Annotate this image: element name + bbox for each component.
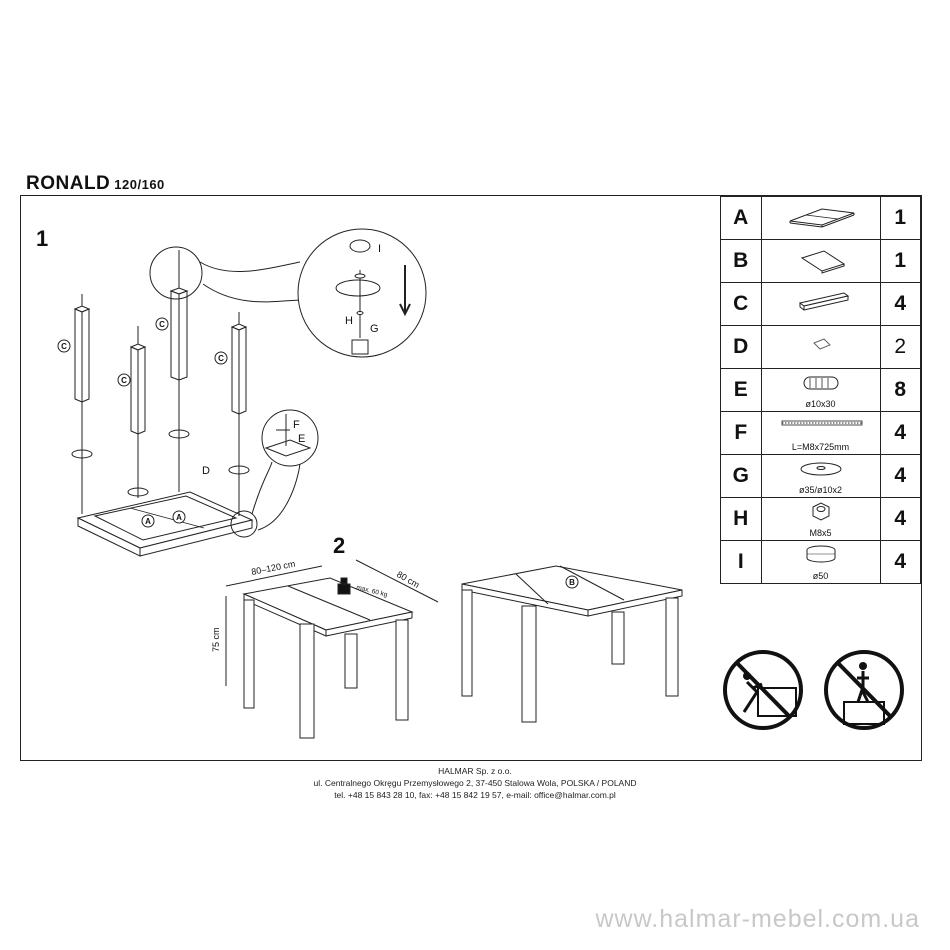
- part-h-picture: M8x5: [760, 497, 881, 541]
- dowel-icon: [803, 376, 839, 390]
- part-qty: 4: [879, 411, 922, 455]
- table-open: [461, 565, 683, 723]
- footer-address: ul. Centralnego Okręgu Przemysłowego 2, …: [313, 778, 637, 788]
- part-qty: 4: [879, 282, 922, 326]
- b-marker: B: [569, 578, 575, 587]
- foot-cap-detail: [349, 239, 371, 253]
- part-letter: A: [720, 196, 762, 240]
- foot-cap-icon: [806, 545, 836, 563]
- extension-leaf-icon: [800, 250, 845, 274]
- step-2-number: 2: [333, 533, 346, 558]
- part-row-h: H M8x5 4: [720, 497, 922, 541]
- part-a-picture: [760, 196, 881, 240]
- part-e-picture: ø10x30: [760, 368, 881, 412]
- part-g-picture: ø35/ø10x2: [760, 454, 881, 498]
- leg-c-1: [73, 294, 91, 514]
- c-marker-1: C: [61, 342, 67, 351]
- c-marker-4: C: [218, 354, 224, 363]
- parts-table: A 1 B 1 C: [720, 196, 922, 584]
- warning-no-push: [723, 650, 803, 730]
- height-dimension: 75 cm: [211, 627, 221, 652]
- c-marker-3: C: [159, 320, 165, 329]
- product-name: RONALD: [26, 173, 111, 194]
- part-row-a: A 1: [720, 196, 922, 240]
- part-qty: 4: [879, 454, 922, 498]
- part-qty: 4: [879, 497, 922, 541]
- website-watermark: www.halmar-mebel.com.ua: [595, 905, 920, 933]
- a-marker-2: A: [176, 513, 182, 522]
- part-f-label: L=M8x725mm: [791, 442, 850, 452]
- i-label: I: [378, 243, 381, 255]
- part-i-label: ø50: [812, 571, 829, 581]
- part-qty: 4: [879, 540, 922, 584]
- leg-icon: [798, 292, 849, 311]
- c-marker-2: C: [121, 376, 127, 385]
- part-qty: 2: [879, 325, 922, 369]
- part-row-e: E ø10x30 8: [720, 368, 922, 412]
- base-frame: [76, 491, 254, 557]
- rotation-arrows: [71, 429, 250, 497]
- part-row-f: F L=M8x725mm 4: [720, 411, 922, 455]
- d-label: D: [202, 465, 210, 477]
- nut-icon: [812, 502, 830, 521]
- part-letter: E: [720, 368, 762, 412]
- step-1-number: 1: [36, 226, 49, 251]
- f-label: F: [293, 419, 300, 431]
- tabletop-icon: [789, 208, 855, 228]
- part-row-c: C 4: [720, 282, 922, 326]
- part-letter: H: [720, 497, 762, 541]
- part-h-label: M8x5: [809, 528, 832, 538]
- a-marker-1: A: [145, 517, 151, 526]
- part-g-label: ø35/ø10x2: [799, 485, 843, 495]
- part-letter: G: [720, 454, 762, 498]
- part-qty: 1: [879, 196, 922, 240]
- dimension-lines: [225, 559, 439, 686]
- part-i-picture: ø50: [760, 540, 881, 584]
- part-row-g: G ø35/ø10x2 4: [720, 454, 922, 498]
- part-qty: 1: [879, 239, 922, 283]
- width-dimension: 80–120 cm: [250, 559, 296, 577]
- detail-circle-large: [297, 228, 427, 358]
- product-size: 120/160: [114, 177, 165, 192]
- g-label: G: [370, 323, 379, 335]
- detail-circle-top: [149, 246, 203, 300]
- leg-c-3: [169, 250, 189, 492]
- detail-circle-fastener: [261, 409, 319, 467]
- washer-icon: [800, 462, 842, 476]
- part-letter: D: [720, 325, 762, 369]
- part-letter: B: [720, 239, 762, 283]
- part-qty: 8: [879, 368, 922, 412]
- threaded-rod-icon: [781, 420, 862, 426]
- bracket-icon: [812, 338, 831, 350]
- table-closed: [242, 577, 414, 739]
- warning-no-stand: [824, 650, 904, 730]
- part-row-i: I ø50 4: [720, 540, 922, 584]
- part-f-picture: L=M8x725mm: [760, 411, 881, 455]
- h-label: H: [345, 315, 353, 327]
- part-c-picture: [760, 282, 881, 326]
- e-label: E: [298, 433, 305, 445]
- part-letter: F: [720, 411, 762, 455]
- instruction-frame: [20, 195, 922, 761]
- footer-contact: tel. +48 15 843 28 10, fax: +48 15 842 1…: [334, 790, 616, 800]
- leg-c-4: [230, 312, 248, 516]
- leg-c-2: [129, 326, 147, 498]
- footer-company: HALMAR Sp. z o.o.: [438, 766, 512, 776]
- part-e-label: ø10x30: [805, 399, 836, 409]
